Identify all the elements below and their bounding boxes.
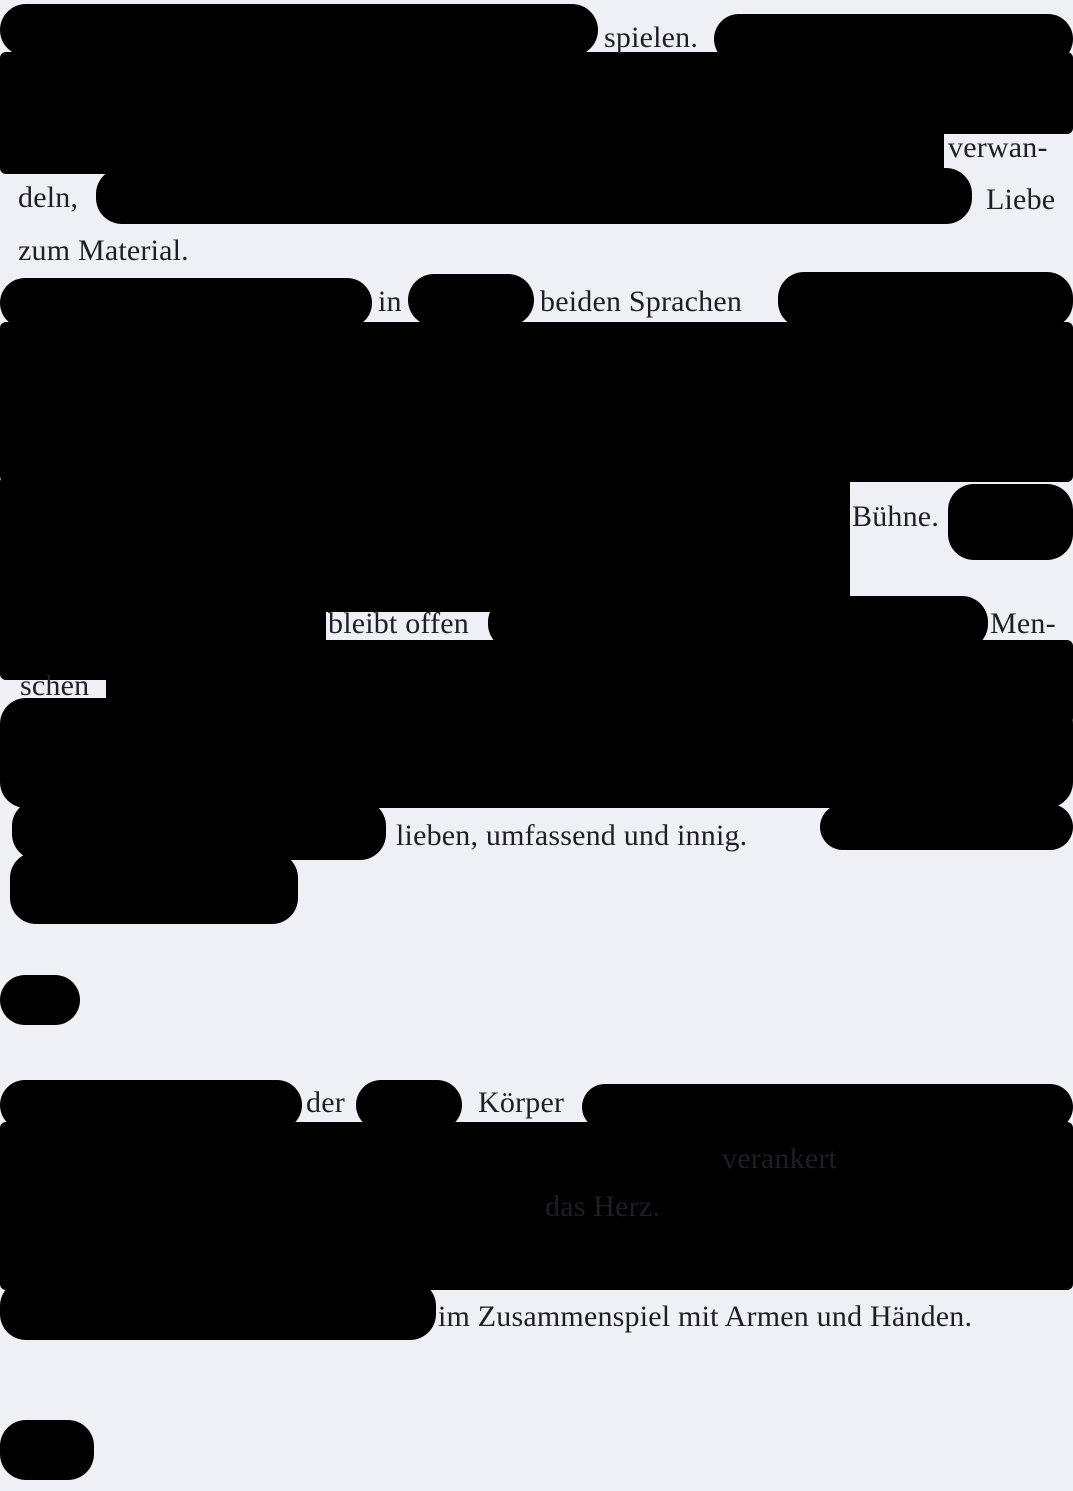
poem-word-in: in — [378, 285, 402, 318]
poem-word-verwan: verwan- — [948, 131, 1048, 164]
redaction-line-2 — [0, 120, 944, 174]
redaction-line-13 — [10, 852, 298, 924]
redaction-line-15-left — [0, 1080, 302, 1130]
redaction-line-15-mid — [356, 1080, 462, 1130]
poem-word-der: der — [306, 1086, 345, 1119]
poem-word-men: Men- — [990, 607, 1056, 640]
redaction-block-7 — [0, 1122, 1073, 1190]
redaction-block-6 — [0, 698, 1073, 808]
redaction-line-5-right — [778, 272, 1073, 328]
redaction-line-3 — [96, 168, 972, 224]
poem-word-buehne: Bühne. — [852, 500, 940, 533]
redaction-mark-small-1 — [0, 975, 80, 1025]
poem-word-verankert: verankert — [722, 1142, 838, 1175]
poem-word-deln: deln, — [18, 181, 79, 214]
redaction-line-5-left — [0, 278, 372, 328]
poem-word-spielen: spielen. — [604, 21, 699, 54]
redaction-block-3 — [0, 476, 850, 612]
redaction-block-2 — [0, 322, 1073, 482]
poem-word-lieben-umfassend-und-innig: lieben, umfassend und innig. — [396, 819, 748, 852]
redaction-line-12-left — [12, 800, 386, 860]
poem-word-schen: schen — [20, 669, 90, 702]
redaction-line-12-right — [820, 804, 1073, 850]
poem-word-liebe: Liebe — [986, 183, 1056, 216]
poem-word-koerper: Körper — [478, 1086, 565, 1119]
redaction-top-left — [0, 4, 598, 56]
redaction-block-8 — [0, 1180, 1073, 1290]
redaction-mark-small-2 — [0, 1420, 94, 1480]
poem-word-bleibt-offen: bleibt offen — [328, 607, 469, 640]
redaction-line-5-mid — [408, 274, 534, 326]
poem-word-das-herz: das Herz. — [545, 1190, 661, 1223]
poem-word-im-zusammenspiel: im Zusammenspiel mit Armen und Händen. — [438, 1300, 973, 1333]
poem-word-beiden-sprachen: beiden Sprachen — [540, 285, 743, 318]
poem-word-zum-material: zum Material. — [18, 234, 189, 267]
redaction-after-buehne — [948, 484, 1073, 560]
redaction-line-18-left — [0, 1280, 436, 1340]
